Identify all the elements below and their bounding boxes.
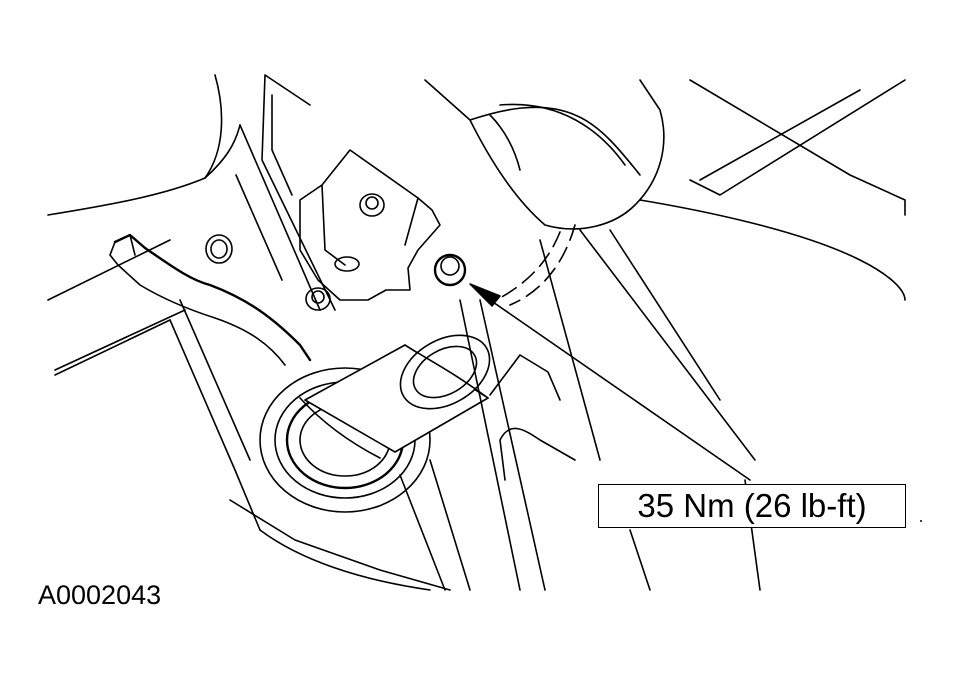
lower-frame bbox=[229, 499, 451, 591]
upper-boot bbox=[424, 79, 665, 230]
bolt-icon bbox=[359, 193, 385, 217]
torque-spec-label: 35 Nm (26 lb-ft) bbox=[637, 487, 867, 524]
right-frame bbox=[689, 79, 906, 216]
upper-boot-inner bbox=[469, 106, 641, 176]
hidden-line-2 bbox=[499, 231, 561, 299]
lever-arm-lower bbox=[117, 264, 286, 366]
right-frame-curve bbox=[639, 199, 906, 301]
lever-tip bbox=[109, 234, 136, 266]
hidden-line bbox=[509, 224, 576, 306]
bracket-hole bbox=[205, 234, 233, 264]
bolt-icon bbox=[305, 287, 331, 311]
shaft-tube-end bbox=[399, 334, 491, 410]
leader-arrow-icon bbox=[469, 283, 501, 307]
mounting-bracket bbox=[299, 149, 441, 301]
upper-boot-rim bbox=[489, 103, 626, 171]
torque-callout: 35 Nm (26 lb-ft) bbox=[598, 484, 906, 528]
upper-housing-edge bbox=[204, 124, 241, 179]
frame-channel-inner bbox=[235, 94, 293, 281]
leader-line bbox=[489, 299, 751, 481]
diagonal-brace bbox=[539, 229, 756, 461]
frame-channel bbox=[239, 74, 336, 311]
stray-mark bbox=[920, 520, 922, 522]
lower-support bbox=[169, 299, 261, 531]
flange-outer bbox=[259, 367, 431, 513]
right-channel bbox=[499, 427, 576, 481]
bolt-icon bbox=[433, 253, 467, 287]
shaft-tube-bore bbox=[412, 345, 478, 399]
bracket-hole-inner bbox=[210, 239, 228, 259]
figure-id-label: A0002043 bbox=[38, 580, 162, 610]
upper-housing-outline bbox=[47, 74, 223, 216]
shaft-tube-body bbox=[299, 344, 489, 459]
bracket-slot bbox=[334, 256, 360, 272]
right-tab bbox=[489, 354, 561, 401]
lever-arm bbox=[113, 233, 312, 362]
vertical-support bbox=[399, 299, 546, 591]
